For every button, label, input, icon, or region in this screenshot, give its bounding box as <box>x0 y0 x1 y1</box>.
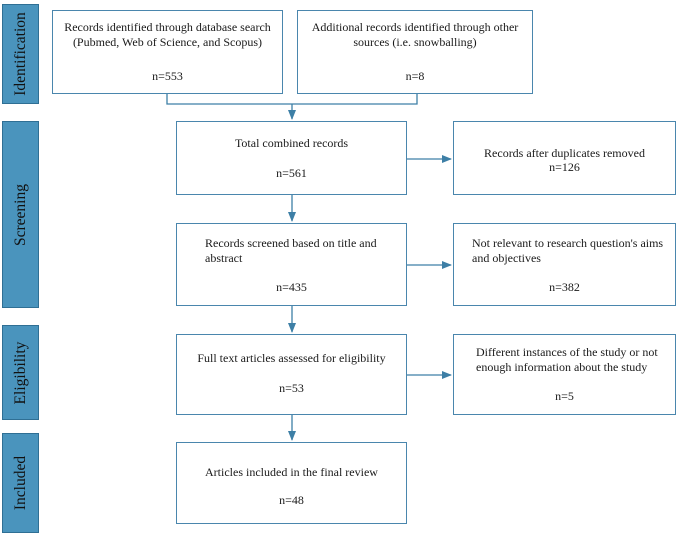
other-sources-count: n=8 <box>405 69 425 83</box>
box-other-sources: Additional records identified through ot… <box>297 10 533 94</box>
full-text-assessed-text: Full text articles assessed for eligibil… <box>197 351 386 365</box>
excluded-full-text-text: Different instances of the study or not … <box>476 345 658 374</box>
not-relevant-count: n=382 <box>549 280 580 294</box>
merge-line <box>166 94 418 105</box>
screened-records-text: Records screened based on title and abst… <box>205 236 377 265</box>
combined-records-count: n=561 <box>276 166 307 180</box>
duplicates-removed-text: Records after duplicates removed <box>484 146 645 160</box>
screened-records-count: n=435 <box>276 280 307 294</box>
duplicates-removed-count: n=126 <box>549 160 580 174</box>
box-excluded-full-text: Different instances of the study or not … <box>453 334 676 415</box>
not-relevant-text: Not relevant to research question's aims… <box>472 236 664 265</box>
box-screened-records: Records screened based on title and abst… <box>176 223 407 306</box>
database-search-count: n=553 <box>152 69 183 83</box>
box-database-search: Records identified through database sear… <box>52 10 283 94</box>
box-duplicates-removed: Records after duplicates removed n=126 <box>453 121 676 195</box>
box-full-text-assessed: Full text articles assessed for eligibil… <box>176 334 407 415</box>
phase-screening: Screening <box>2 121 39 308</box>
included-articles-count: n=48 <box>279 493 304 507</box>
box-not-relevant: Not relevant to research question's aims… <box>453 223 676 306</box>
combined-records-text: Total combined records <box>234 136 349 150</box>
phase-included: Included <box>2 433 39 533</box>
other-sources-text: Additional records identified through ot… <box>311 20 519 49</box>
included-articles-text: Articles included in the final review <box>205 465 378 479</box>
box-included-articles: Articles included in the final review n=… <box>176 442 407 524</box>
full-text-assessed-count: n=53 <box>279 381 304 395</box>
box-combined-records: Total combined records n=561 <box>176 121 407 195</box>
excluded-full-text-count: n=5 <box>555 389 574 403</box>
database-search-text: Records identified through database sear… <box>64 20 271 49</box>
phase-identification: Identification <box>2 4 39 104</box>
phase-eligibility: Eligibility <box>2 325 39 420</box>
